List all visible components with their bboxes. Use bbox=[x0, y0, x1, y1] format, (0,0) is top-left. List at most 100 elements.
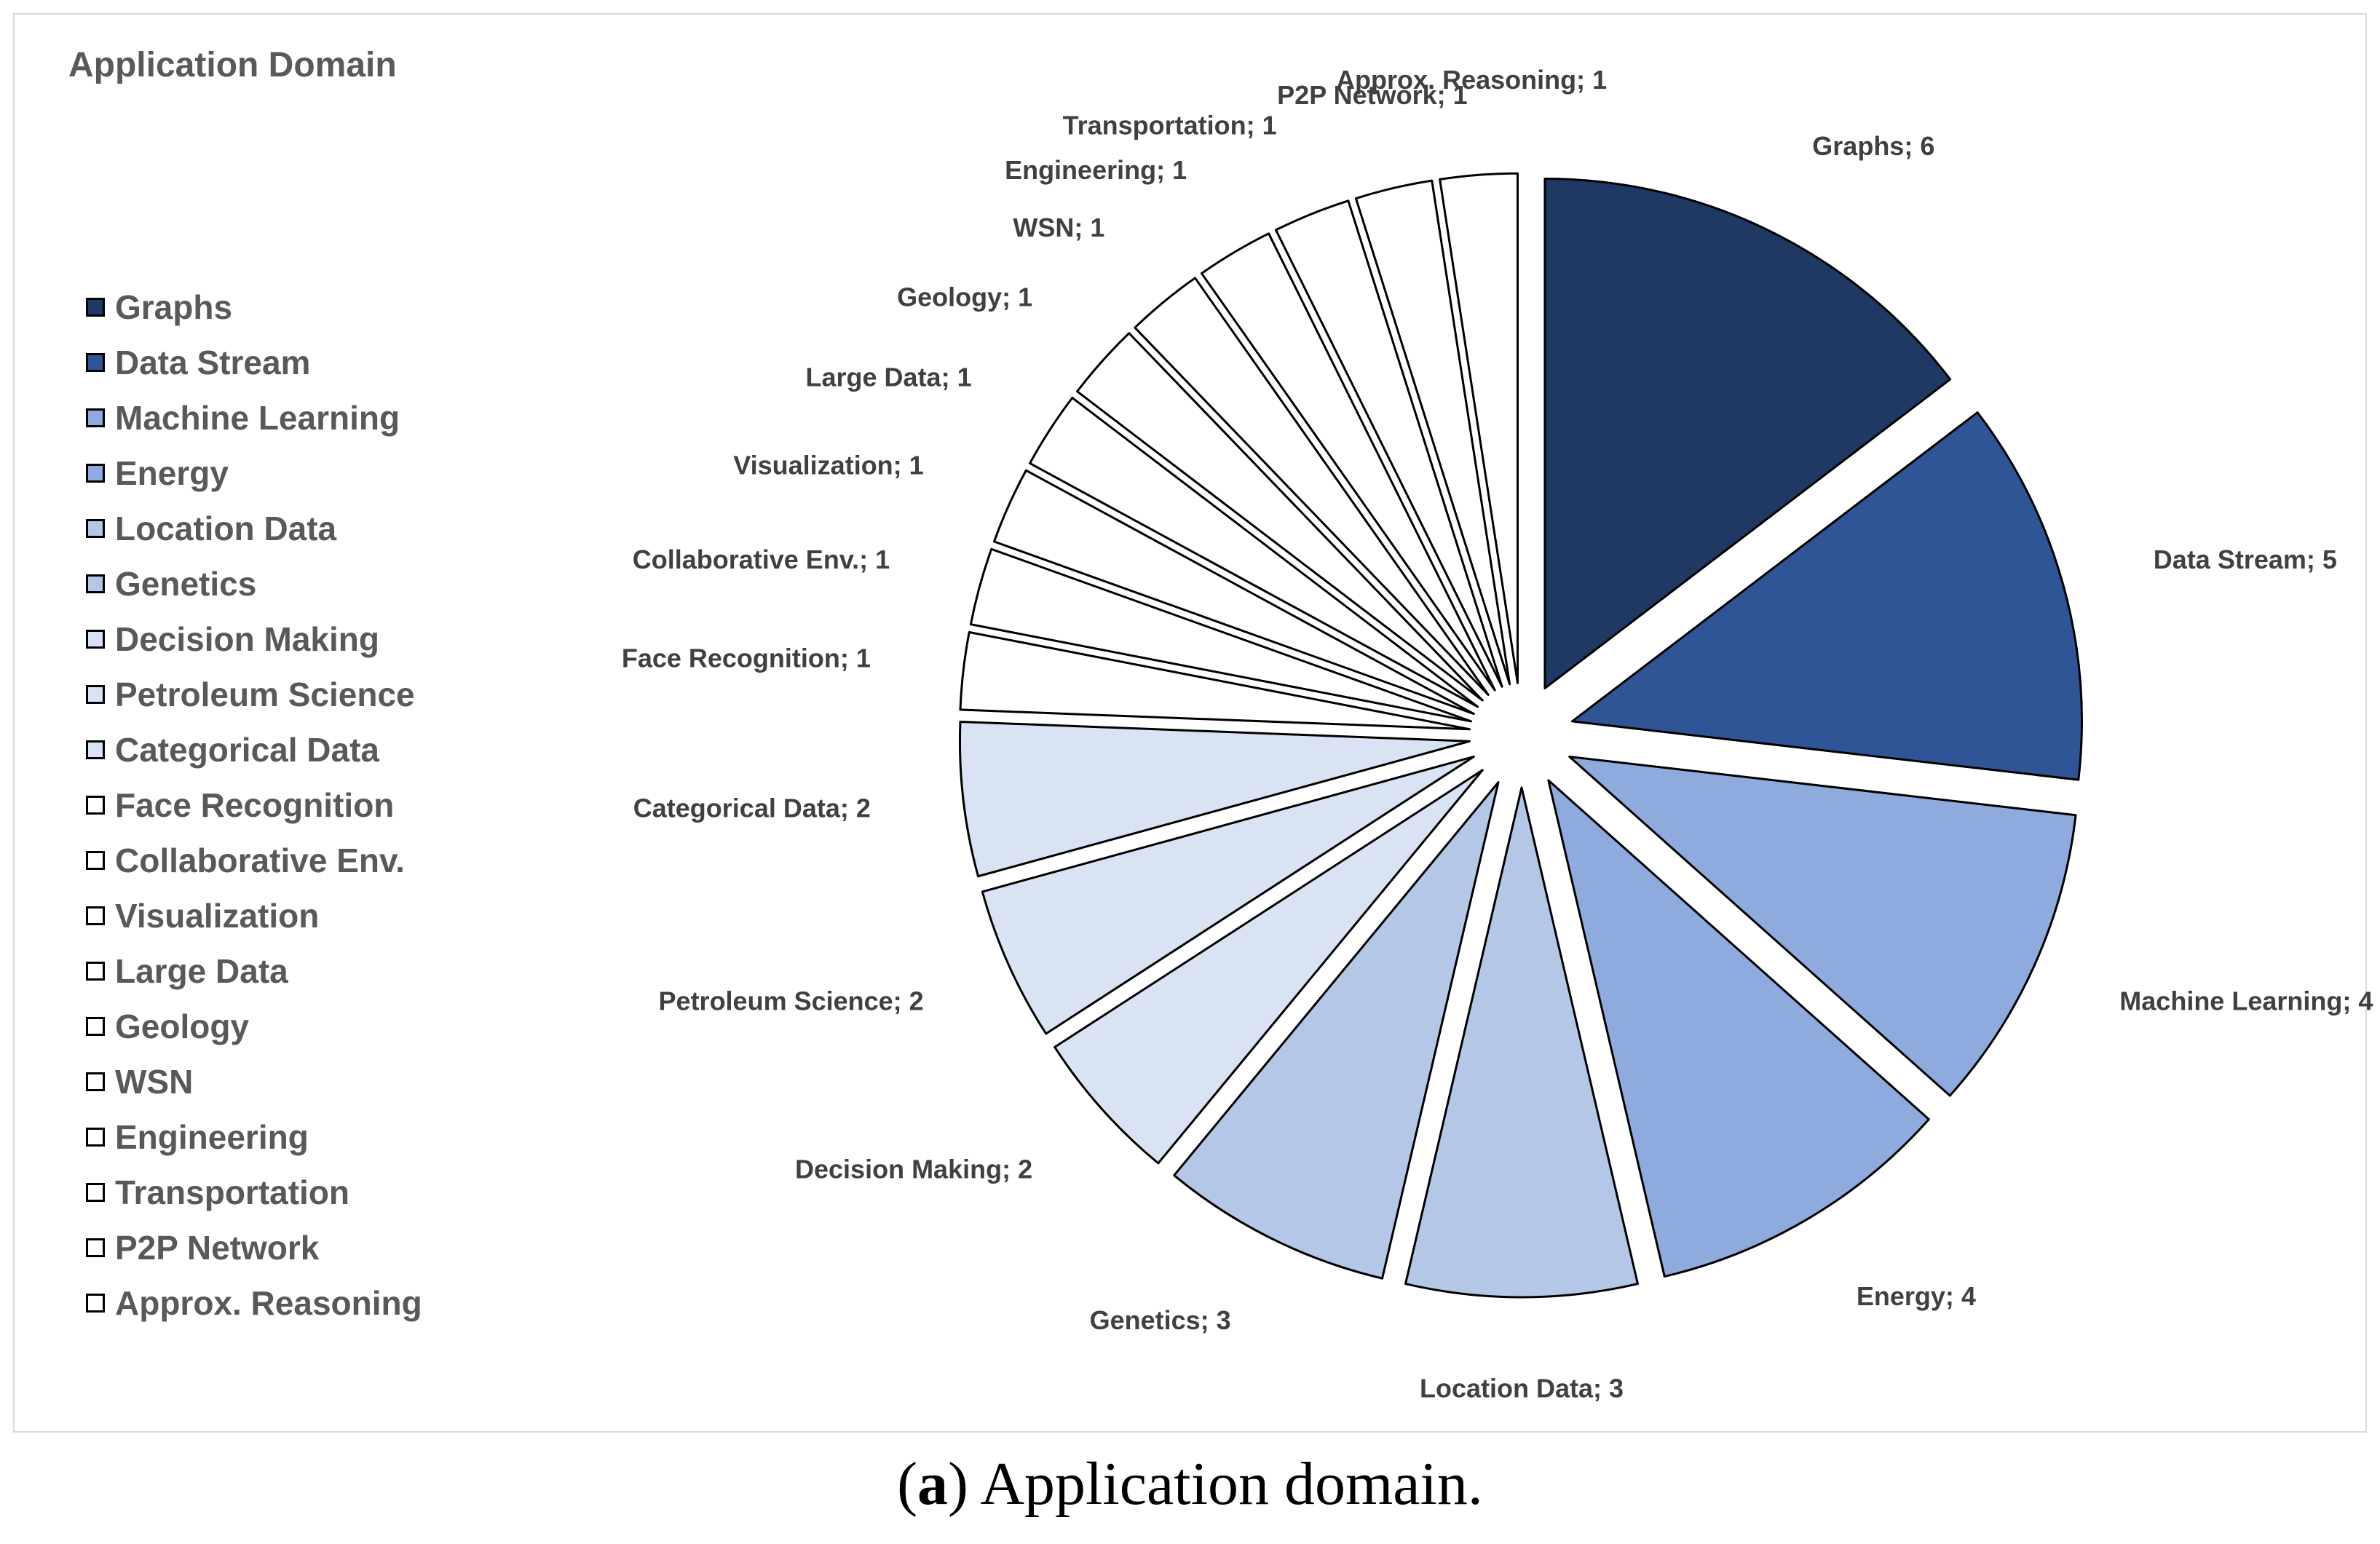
pie-slice-large-data bbox=[1029, 397, 1479, 708]
legend-item-location-data: Location Data bbox=[86, 501, 422, 556]
data-label-approx-reasoning: Approx. Reasoning; 1 bbox=[1336, 65, 1607, 95]
data-label-decision-making: Decision Making; 2 bbox=[795, 1154, 1032, 1184]
legend-item-energy: Energy bbox=[86, 446, 422, 501]
legend-item-categorical-data: Categorical Data bbox=[86, 722, 422, 777]
figure-caption: (a) Application domain. bbox=[897, 1450, 1483, 1518]
legend-swatch bbox=[86, 740, 105, 759]
pie-slice-petroleum-science bbox=[981, 755, 1475, 1035]
legend-item-engineering: Engineering bbox=[86, 1109, 422, 1165]
data-label-wsn: WSN; 1 bbox=[1013, 213, 1104, 242]
data-label-geology: Geology; 1 bbox=[897, 282, 1032, 312]
legend-label: WSN bbox=[115, 1063, 194, 1101]
legend-label: Location Data bbox=[115, 510, 337, 547]
legend-label: Decision Making bbox=[115, 620, 379, 658]
data-label-petroleum-science: Petroleum Science; 2 bbox=[659, 986, 924, 1016]
legend-item-approx-reasoning: Approx. Reasoning bbox=[86, 1275, 422, 1331]
legend-swatch bbox=[86, 1183, 105, 1202]
legend-item-p2p-network: P2P Network bbox=[86, 1220, 422, 1275]
legend-label: Approx. Reasoning bbox=[115, 1284, 422, 1322]
legend-swatch bbox=[86, 1128, 105, 1147]
pie-slice-genetics bbox=[1173, 781, 1500, 1280]
pie-slice-categorical-data bbox=[958, 720, 1471, 878]
legend-swatch bbox=[86, 630, 105, 649]
pie-slice-geology bbox=[1076, 332, 1484, 702]
data-label-location-data: Location Data; 3 bbox=[1420, 1374, 1624, 1404]
legend-swatch bbox=[86, 906, 105, 925]
legend-swatch bbox=[86, 519, 105, 538]
data-label-visualization: Visualization; 1 bbox=[733, 450, 923, 480]
legend-swatch bbox=[86, 851, 105, 870]
data-label-graphs: Graphs; 6 bbox=[1812, 131, 1934, 161]
legend-label: Transportation bbox=[115, 1173, 350, 1211]
legend-swatch bbox=[86, 574, 105, 593]
data-label-large-data: Large Data; 1 bbox=[806, 362, 972, 392]
legend-item-decision-making: Decision Making bbox=[86, 611, 422, 667]
legend-label: Energy bbox=[115, 454, 229, 492]
legend-swatch bbox=[86, 1072, 105, 1091]
legend-label: Collaborative Env. bbox=[115, 842, 405, 879]
legend-item-geology: Geology bbox=[86, 999, 422, 1054]
pie-slice-transportation bbox=[1274, 199, 1503, 688]
legend-label: Petroleum Science bbox=[115, 676, 415, 713]
legend-item-petroleum-science: Petroleum Science bbox=[86, 667, 422, 722]
pie-slice-p2p-network bbox=[1354, 179, 1511, 686]
data-label-transportation: Transportation; 1 bbox=[1063, 111, 1277, 140]
data-label-data-stream: Data Stream; 5 bbox=[2154, 545, 2337, 574]
legend-label: Genetics bbox=[115, 565, 257, 603]
legend-swatch bbox=[86, 1294, 105, 1313]
legend-swatch bbox=[86, 298, 105, 317]
pie-slice-approx-reasoning bbox=[1439, 172, 1519, 684]
pie-slice-face-recognition bbox=[959, 630, 1471, 731]
legend-item-wsn: WSN bbox=[86, 1054, 422, 1109]
data-label-p2p-network: P2P Network; 1 bbox=[1277, 80, 1467, 110]
legend-label: Graphs bbox=[115, 288, 233, 326]
caption-letter: a bbox=[917, 1450, 949, 1518]
legend-swatch bbox=[86, 408, 105, 427]
data-label-energy: Energy; 4 bbox=[1857, 1281, 1976, 1311]
chart-title: Application Domain bbox=[68, 46, 397, 84]
legend-swatch bbox=[86, 796, 105, 815]
legend-label: P2P Network bbox=[115, 1229, 320, 1267]
pie-slice-engineering bbox=[1200, 232, 1496, 692]
data-label-machine-learning: Machine Learning; 4 bbox=[2119, 986, 2373, 1016]
pie-slice-decision-making bbox=[1053, 769, 1484, 1165]
legend-label: Engineering bbox=[115, 1118, 309, 1156]
legend-label: Categorical Data bbox=[115, 731, 380, 769]
pie-slice-wsn bbox=[1134, 277, 1490, 696]
pie-slice-location-data bbox=[1404, 786, 1639, 1299]
legend-swatch bbox=[86, 464, 105, 483]
data-label-genetics: Genetics; 3 bbox=[1090, 1305, 1231, 1335]
caption-text: Application domain. bbox=[980, 1450, 1483, 1518]
legend-swatch bbox=[86, 1017, 105, 1036]
legend-swatch bbox=[86, 1238, 105, 1257]
legend-label: Face Recognition bbox=[115, 786, 395, 824]
legend-label: Machine Learning bbox=[115, 399, 400, 437]
legend-item-visualization: Visualization bbox=[86, 888, 422, 943]
legend-swatch bbox=[86, 962, 105, 981]
legend-item-collaborative-env: Collaborative Env. bbox=[86, 833, 422, 888]
pie-slice-collaborative-env bbox=[969, 547, 1473, 723]
data-label-collaborative-env: Collaborative Env.; 1 bbox=[633, 545, 890, 574]
legend-item-large-data: Large Data bbox=[86, 943, 422, 999]
legend-item-graphs: Graphs bbox=[86, 280, 422, 335]
legend-label: Visualization bbox=[115, 897, 320, 935]
legend-item-data-stream: Data Stream bbox=[86, 335, 422, 390]
legend-label: Large Data bbox=[115, 952, 288, 990]
legend-item-transportation: Transportation bbox=[86, 1165, 422, 1220]
data-label-engineering: Engineering; 1 bbox=[1005, 155, 1187, 185]
pie-slice-machine-learning bbox=[1568, 755, 2077, 1097]
legend-label: Data Stream bbox=[115, 344, 311, 381]
legend-swatch bbox=[86, 353, 105, 372]
pie-slice-energy bbox=[1547, 779, 1930, 1278]
legend-item-machine-learning: Machine Learning bbox=[86, 390, 422, 446]
legend-item-face-recognition: Face Recognition bbox=[86, 777, 422, 833]
pie-slice-data-stream bbox=[1570, 411, 2083, 781]
data-label-categorical-data: Categorical Data; 2 bbox=[633, 793, 871, 823]
legend-label: Geology bbox=[115, 1007, 250, 1045]
data-label-face-recognition: Face Recognition; 1 bbox=[622, 643, 871, 673]
pie-slice-visualization bbox=[993, 469, 1475, 716]
legend-swatch bbox=[86, 685, 105, 704]
legend-item-genetics: Genetics bbox=[86, 556, 422, 611]
